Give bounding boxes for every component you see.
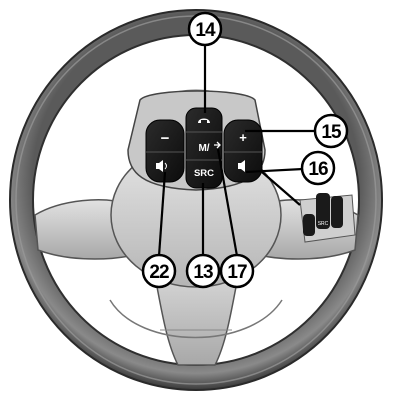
svg-text:22: 22	[149, 262, 169, 283]
volume-up-symbol: +	[239, 130, 247, 145]
callout-22: 22	[143, 255, 175, 287]
callout-13: 13	[187, 255, 219, 287]
svg-text:16: 16	[308, 159, 328, 180]
mode-label: M/	[198, 143, 209, 154]
callout-16: 16	[302, 152, 334, 184]
callout-17: 17	[221, 255, 253, 287]
source-label: SRC	[194, 168, 214, 179]
svg-text:14: 14	[195, 20, 216, 41]
inset-source-label: SRC	[318, 221, 329, 227]
svg-text:17: 17	[227, 262, 247, 283]
callout-15: 15	[315, 115, 347, 147]
callout-14: 14	[189, 13, 221, 45]
volume-down-symbol: −	[161, 130, 170, 147]
control-panel-inset: SRC	[300, 193, 355, 242]
svg-text:13: 13	[193, 262, 213, 283]
svg-text:15: 15	[321, 122, 342, 143]
